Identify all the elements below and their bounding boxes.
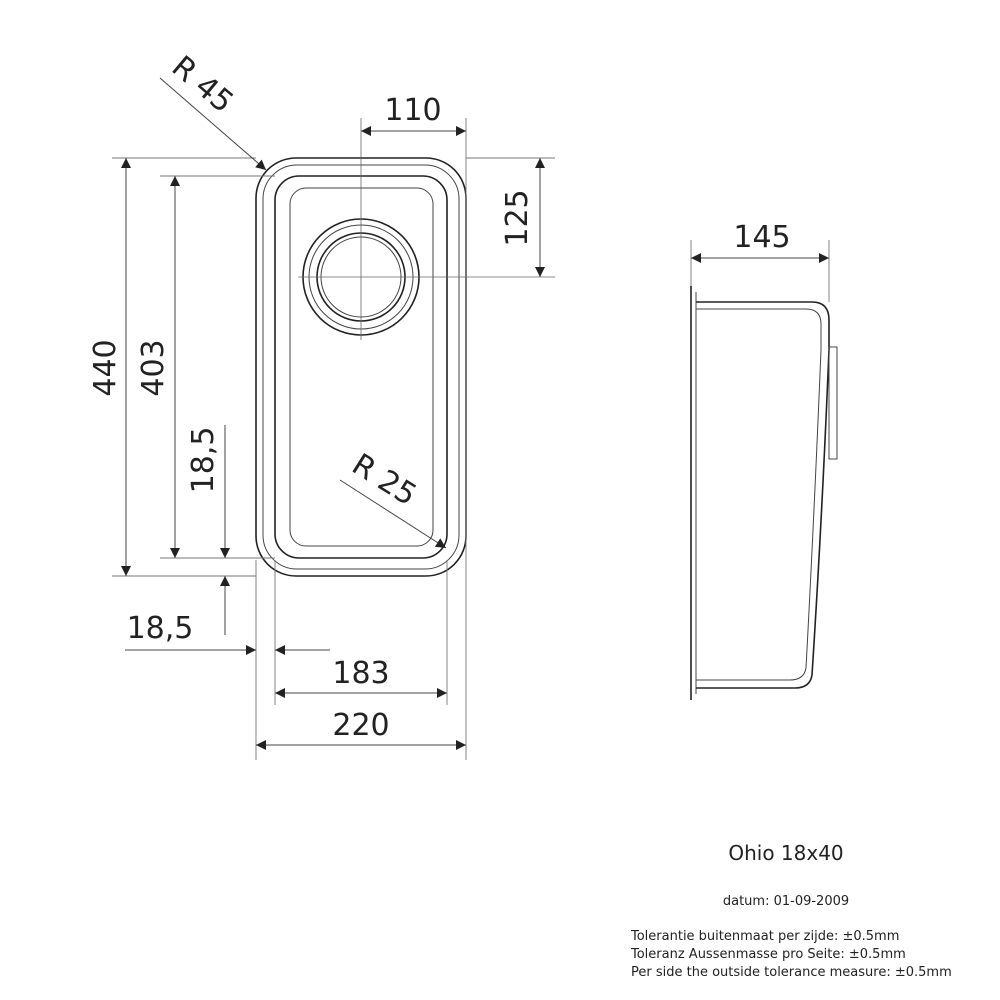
tolerance-dutch: Tolerantie buitenmaat per zijde: ±0.5mm xyxy=(630,929,899,944)
tolerance-german: Toleranz Aussenmasse pro Seite: ±0.5mm xyxy=(630,947,906,962)
side-bowl-outline xyxy=(696,301,830,689)
top-view: R 45 110 125 440 403 18,5 18,5 183 220 R… xyxy=(88,49,555,760)
bowl-floor xyxy=(289,187,434,547)
side-view: 145 xyxy=(690,220,838,700)
dim-label-440: 440 xyxy=(88,339,123,396)
dim-label-403: 403 xyxy=(136,339,171,396)
leader-r25 xyxy=(339,479,447,549)
dim-label-r45: R 45 xyxy=(165,49,240,120)
dim-label-125: 125 xyxy=(500,189,535,246)
dim-label-220: 220 xyxy=(332,708,389,743)
dim-label-18-5-horizontal: 18,5 xyxy=(127,611,194,646)
dim-label-183: 183 xyxy=(332,656,389,691)
model-name: Ohio 18x40 xyxy=(728,841,843,865)
dim-label-r25: R 25 xyxy=(346,447,423,513)
drawing-date: datum: 01-09-2009 xyxy=(723,894,849,909)
tolerance-english: Per side the outside tolerance measure: … xyxy=(631,965,952,980)
dim-label-110: 110 xyxy=(384,93,441,128)
leader-r45 xyxy=(159,77,267,171)
side-drain-outlet xyxy=(828,346,838,460)
dim-label-145: 145 xyxy=(733,220,790,255)
title-block: Ohio 18x40 datum: 01-09-2009 Tolerantie … xyxy=(630,841,952,980)
dim-label-18-5-vertical: 18,5 xyxy=(186,427,221,494)
